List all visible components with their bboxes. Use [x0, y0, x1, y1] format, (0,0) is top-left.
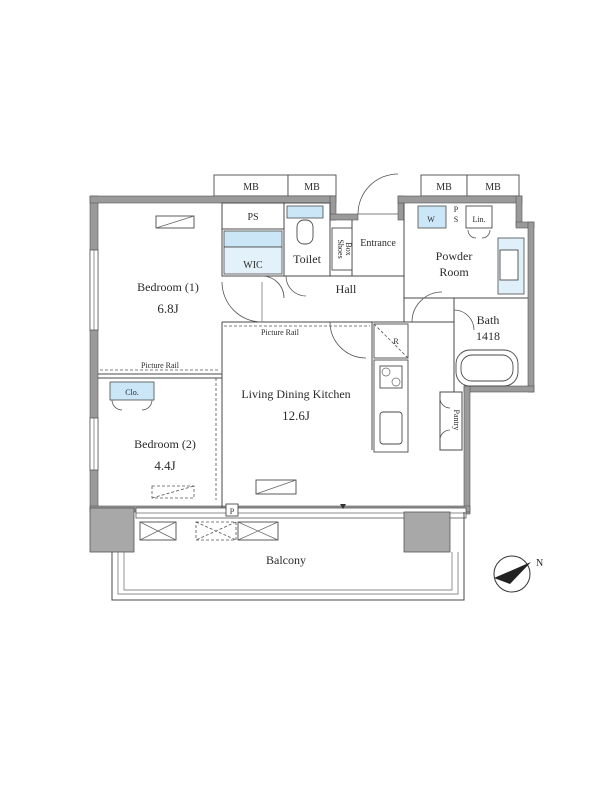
ldk-name: Living Dining Kitchen — [241, 387, 350, 401]
picture-rail-label: Picture Rail — [141, 361, 180, 370]
balcony-label: Balcony — [266, 553, 306, 567]
meter-box-label: MB — [304, 182, 320, 193]
ps-label: PS — [247, 212, 258, 223]
compass-icon — [493, 555, 531, 593]
toilet-label: Toilet — [293, 252, 321, 266]
bath-name: Bath — [477, 313, 500, 327]
small-ps-label: P — [454, 205, 459, 214]
bedroom1-size: 6.8J — [157, 301, 178, 316]
bedroom1-name: Bedroom (1) — [137, 280, 199, 294]
meter-box-label: MB — [243, 182, 259, 193]
hall-label: Hall — [336, 282, 357, 296]
bathtub — [455, 349, 519, 387]
entrance-label: Entrance — [360, 238, 396, 249]
powder-room-label: Powder — [436, 249, 473, 263]
picture-rail-label: Picture Rail — [261, 328, 300, 337]
meter-box-label: MB — [436, 182, 452, 193]
shoes-box-label: Box — [344, 242, 353, 255]
air-conditioners — [151, 215, 297, 499]
ldk-size: 12.6J — [282, 408, 310, 423]
meter-box-label: MB — [485, 182, 501, 193]
small-ps-label: S — [454, 215, 458, 224]
bedroom2-size: 4.4J — [154, 458, 175, 473]
bedroom2-name: Bedroom (2) — [134, 437, 196, 451]
shoes-box-label: Shoes — [336, 239, 345, 258]
meter-boxes: MB MB MB MB — [213, 174, 520, 197]
refrigerator-label: R — [393, 337, 399, 346]
kitchen — [373, 323, 409, 453]
powder-room-label: Room — [439, 265, 469, 279]
wic-label: WIC — [243, 260, 263, 271]
linen-label: Lin. — [472, 215, 485, 224]
doors — [111, 173, 491, 500]
interior-walls — [98, 202, 528, 508]
pantry-label: Pantry — [452, 410, 461, 431]
closet-label: Clo. — [125, 388, 139, 397]
balcony — [89, 503, 465, 601]
bath-size: 1418 — [476, 329, 500, 343]
north-label: N — [536, 558, 543, 569]
washer-label: W — [427, 215, 435, 224]
balcony-p-label: P — [230, 507, 235, 516]
fixtures — [109, 205, 525, 401]
